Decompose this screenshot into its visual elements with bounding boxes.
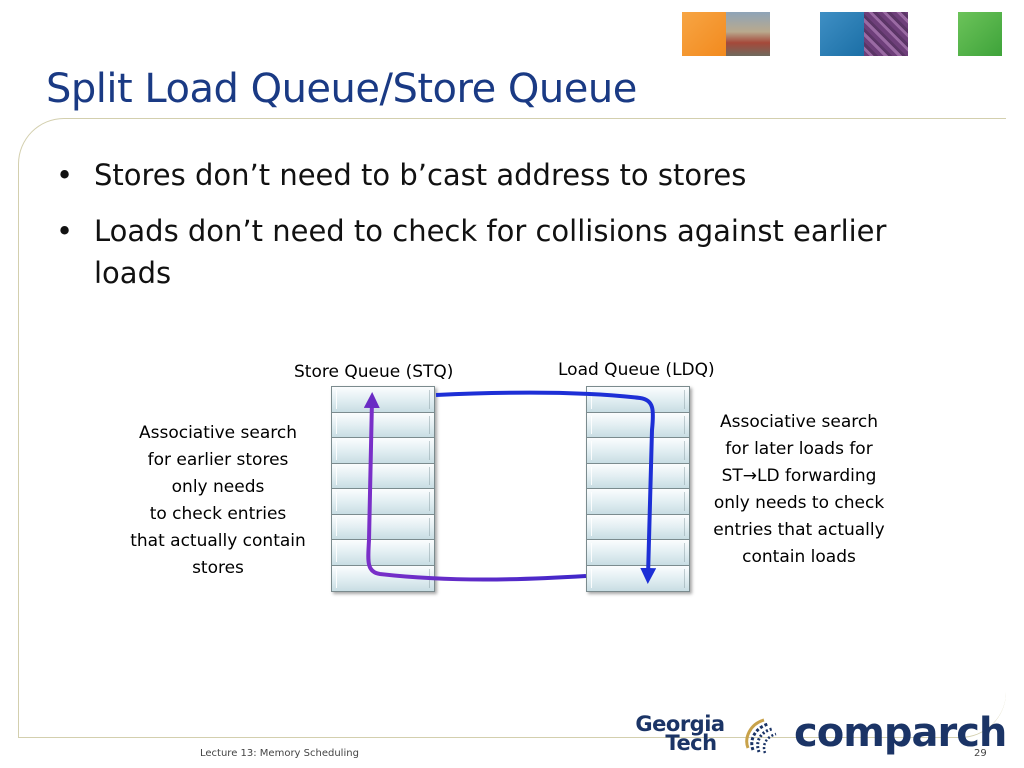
load-search-note: Associative search for later loads for S…: [694, 409, 904, 571]
note-line: that actually contain: [130, 531, 306, 551]
load-queue-entry: [587, 463, 689, 489]
bullet-item: • Loads don’t need to check for collisio…: [56, 210, 936, 294]
store-queue-entry: [332, 463, 434, 489]
note-line: to check entries: [149, 504, 287, 524]
load-queue-entry: [587, 387, 689, 413]
load-queue-entry: [587, 540, 689, 566]
load-queue: [586, 386, 690, 592]
bullet-marker: •: [56, 214, 74, 248]
note-line: entries that actually: [713, 520, 885, 540]
load-queue-entry: [587, 438, 689, 464]
store-queue-entry: [332, 387, 434, 413]
store-queue-label: Store Queue (STQ): [294, 362, 454, 382]
store-queue-entry: [332, 514, 434, 540]
store-search-note: Associative search for earlier stores on…: [108, 420, 328, 582]
load-queue-label: Load Queue (LDQ): [558, 360, 715, 380]
note-line: only needs to check: [713, 493, 885, 513]
header-decoration: [0, 12, 1024, 58]
bullet-text: Stores don’t need to b’cast address to s…: [94, 158, 747, 192]
store-queue-entry: [332, 489, 434, 515]
campus-photo-tile: [726, 12, 770, 56]
load-queue-entry: [587, 565, 689, 591]
note-line: ST→LD forwarding: [721, 466, 877, 486]
logo-tech-text: Tech: [665, 731, 717, 755]
store-queue: [331, 386, 435, 592]
georgia-tech-logo: Georgia Tech: [634, 712, 726, 755]
note-line: Associative search: [719, 412, 878, 432]
bullet-list: • Stores don’t need to b’cast address to…: [56, 154, 936, 308]
swirl-logo-icon: [745, 718, 777, 754]
orange-tile: [682, 12, 726, 56]
store-queue-entry: [332, 565, 434, 591]
note-line: stores: [192, 558, 244, 578]
bullet-text: Loads don’t need to check for collisions…: [94, 214, 887, 290]
note-line: for earlier stores: [147, 450, 289, 470]
bullet-marker: •: [56, 158, 74, 192]
note-line: only needs: [171, 477, 265, 497]
content-frame: [18, 118, 1006, 738]
page-number: 29: [974, 748, 987, 759]
load-queue-entry: [587, 412, 689, 438]
bullet-item: • Stores don’t need to b’cast address to…: [56, 154, 936, 196]
load-queue-entry: [587, 489, 689, 515]
comparch-logo: comparch: [794, 710, 1007, 756]
note-line: contain loads: [742, 547, 856, 567]
store-queue-entry: [332, 412, 434, 438]
store-queue-entry: [332, 438, 434, 464]
chip-photo-tile: [864, 12, 908, 56]
note-line: for later loads for: [725, 439, 873, 459]
logo-georgia-text: Georgia: [635, 712, 725, 736]
load-queue-entry: [587, 514, 689, 540]
lecture-footer: Lecture 13: Memory Scheduling: [200, 748, 359, 759]
blue-tile: [820, 12, 864, 56]
note-line: Associative search: [138, 423, 297, 443]
store-queue-entry: [332, 540, 434, 566]
green-tile: [958, 12, 1002, 56]
slide-title: Split Load Queue/Store Queue: [46, 66, 637, 112]
